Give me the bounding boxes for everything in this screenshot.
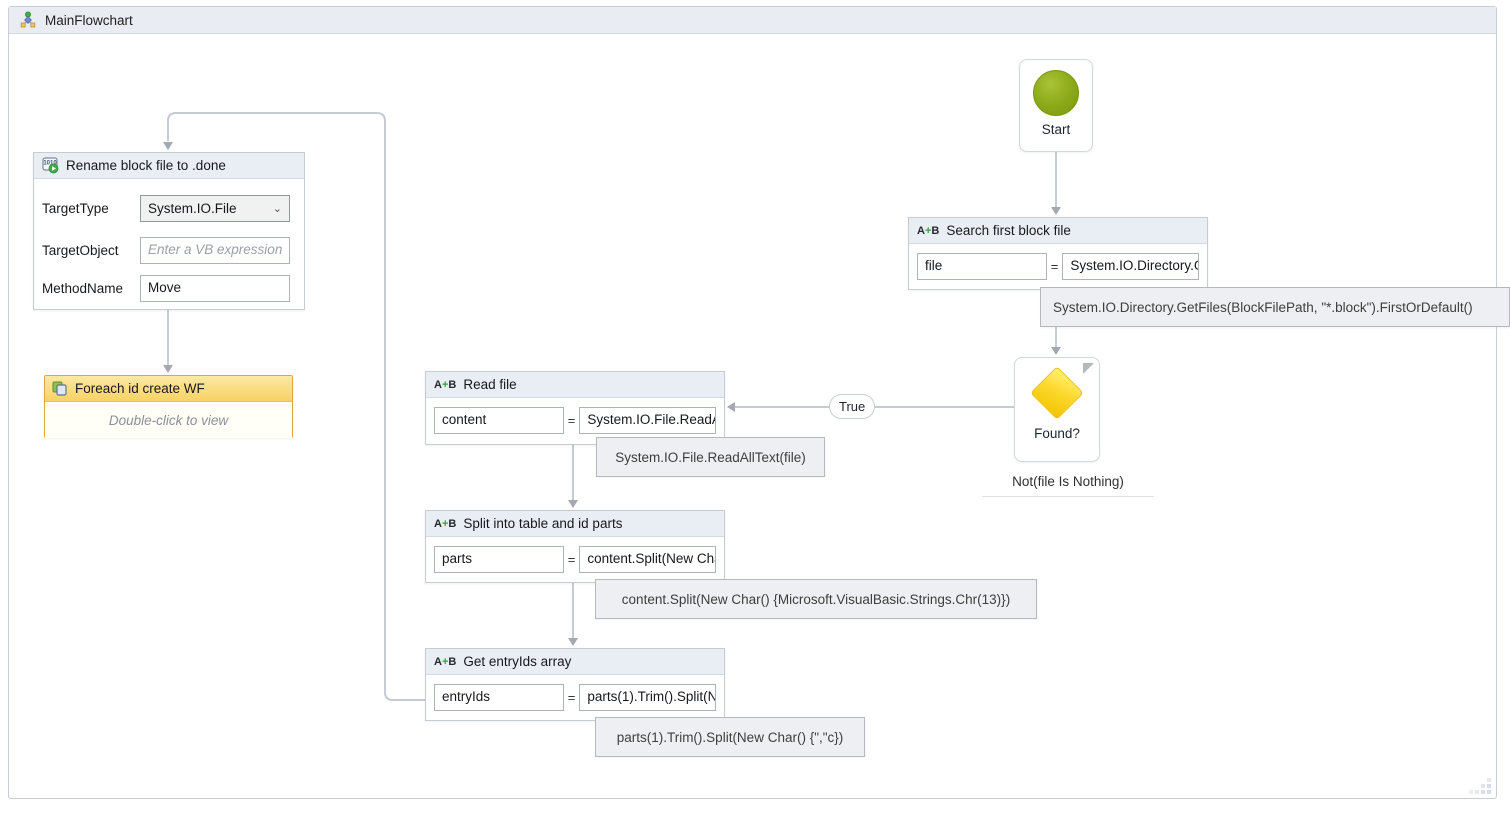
assign-value-field[interactable]: parts(1).Trim().Split(New Char() {","c}) <box>579 684 716 711</box>
assign-to-field[interactable]: content <box>434 407 564 434</box>
targetobject-label: TargetObject <box>42 243 140 258</box>
chevron-down-icon: ⌄ <box>273 202 282 215</box>
equals-sign: = <box>568 552 576 567</box>
collapse-corner-icon <box>1083 363 1094 374</box>
assign-get-entryids[interactable]: A+B Get entryIds array entryIds = parts(… <box>425 648 725 721</box>
invoke-workflow-header: Foreach id create WF <box>45 376 292 402</box>
assign-icon: A+B <box>434 518 456 530</box>
decision-found-node[interactable]: Found? <box>1014 357 1100 462</box>
invoke-method-header: 1010 Rename block file to .done <box>34 153 304 179</box>
decision-label: Found? <box>1015 426 1099 441</box>
expression-tooltip-entryids: parts(1).Trim().Split(New Char() {","c}) <box>595 717 865 757</box>
decision-diamond-icon <box>1030 366 1084 420</box>
foreach-body-hint[interactable]: Double-click to view <box>45 402 292 438</box>
targettype-dropdown[interactable]: System.IO.File ⌄ <box>140 195 290 222</box>
arrowhead-into-search <box>1051 207 1061 215</box>
arrowhead-into-entryids <box>568 638 578 646</box>
invoke-method-rename-node[interactable]: 1010 Rename block file to .done TargetTy… <box>33 152 305 310</box>
true-branch-label: True <box>829 394 875 419</box>
assign-header: A+B Read file <box>426 372 724 398</box>
activity-title: Split into table and id parts <box>463 516 622 531</box>
expression-tooltip-read: System.IO.File.ReadAllText(file) <box>596 437 825 477</box>
expression-tooltip-search: System.IO.Directory.GetFiles(BlockFilePa… <box>1040 287 1510 327</box>
arrowhead-into-foreach <box>163 365 173 373</box>
assign-header: A+B Split into table and id parts <box>426 511 724 537</box>
connector-read-split <box>572 445 574 500</box>
invoke-method-icon: 1010 <box>42 157 59 174</box>
targettype-value: System.IO.File <box>148 201 237 216</box>
connector-start-search <box>1055 152 1057 207</box>
resize-grip[interactable] <box>1467 770 1493 796</box>
flowchart-icon <box>19 11 37 29</box>
equals-sign: = <box>568 690 576 705</box>
start-icon <box>1033 70 1079 116</box>
start-label: Start <box>1020 122 1092 137</box>
assign-read-file[interactable]: A+B Read file content = System.IO.File.R… <box>425 371 725 445</box>
arrowhead-into-read <box>727 402 735 412</box>
activity-title: Search first block file <box>946 223 1071 238</box>
targettype-label: TargetType <box>42 201 140 216</box>
methodname-field[interactable]: Move <box>140 275 290 302</box>
methodname-label: MethodName <box>42 281 140 296</box>
arrowhead-into-rename <box>163 142 173 150</box>
activity-title: Rename block file to .done <box>66 158 226 173</box>
assign-icon: A+B <box>434 379 456 391</box>
start-node[interactable]: Start <box>1019 59 1093 152</box>
expression-tooltip-split: content.Split(New Char() {Microsoft.Visu… <box>595 579 1037 619</box>
assign-search-first-block-file[interactable]: A+B Search first block file file = Syste… <box>908 217 1208 290</box>
connector-rename-foreach <box>167 310 169 365</box>
assign-value-field[interactable]: content.Split(New Char() {Microsoft.Visu… <box>579 546 716 573</box>
equals-sign: = <box>568 413 576 428</box>
assign-to-field[interactable]: parts <box>434 546 564 573</box>
decision-condition-text: Not(file Is Nothing) <box>982 474 1154 497</box>
arrowhead-into-found <box>1051 347 1061 355</box>
flowchart-title-bar: MainFlowchart <box>9 7 1496 34</box>
assign-icon: A+B <box>917 225 939 237</box>
assign-to-field[interactable]: file <box>917 253 1047 280</box>
assign-split-parts[interactable]: A+B Split into table and id parts parts … <box>425 510 725 583</box>
assign-header: A+B Search first block file <box>909 218 1207 244</box>
assign-value-field[interactable]: System.IO.Directory.GetFiles(BlockFilePa… <box>1062 253 1199 280</box>
activity-title: Foreach id create WF <box>75 381 205 396</box>
equals-sign: = <box>1051 259 1059 274</box>
page-title: MainFlowchart <box>45 13 133 28</box>
connector-split-entryids <box>572 583 574 638</box>
invoke-workflow-icon <box>51 380 68 397</box>
activity-title: Read file <box>463 377 516 392</box>
assign-header: A+B Get entryIds array <box>426 649 724 675</box>
assign-value-field[interactable]: System.IO.File.ReadAllText(file) <box>579 407 716 434</box>
invoke-workflow-foreach-node[interactable]: Foreach id create WF Double-click to vie… <box>44 375 293 438</box>
assign-to-field[interactable]: entryIds <box>434 684 564 711</box>
arrowhead-into-split <box>568 500 578 508</box>
targetobject-field[interactable]: Enter a VB expression <box>140 237 290 264</box>
activity-title: Get entryIds array <box>463 654 571 669</box>
assign-icon: A+B <box>434 656 456 668</box>
